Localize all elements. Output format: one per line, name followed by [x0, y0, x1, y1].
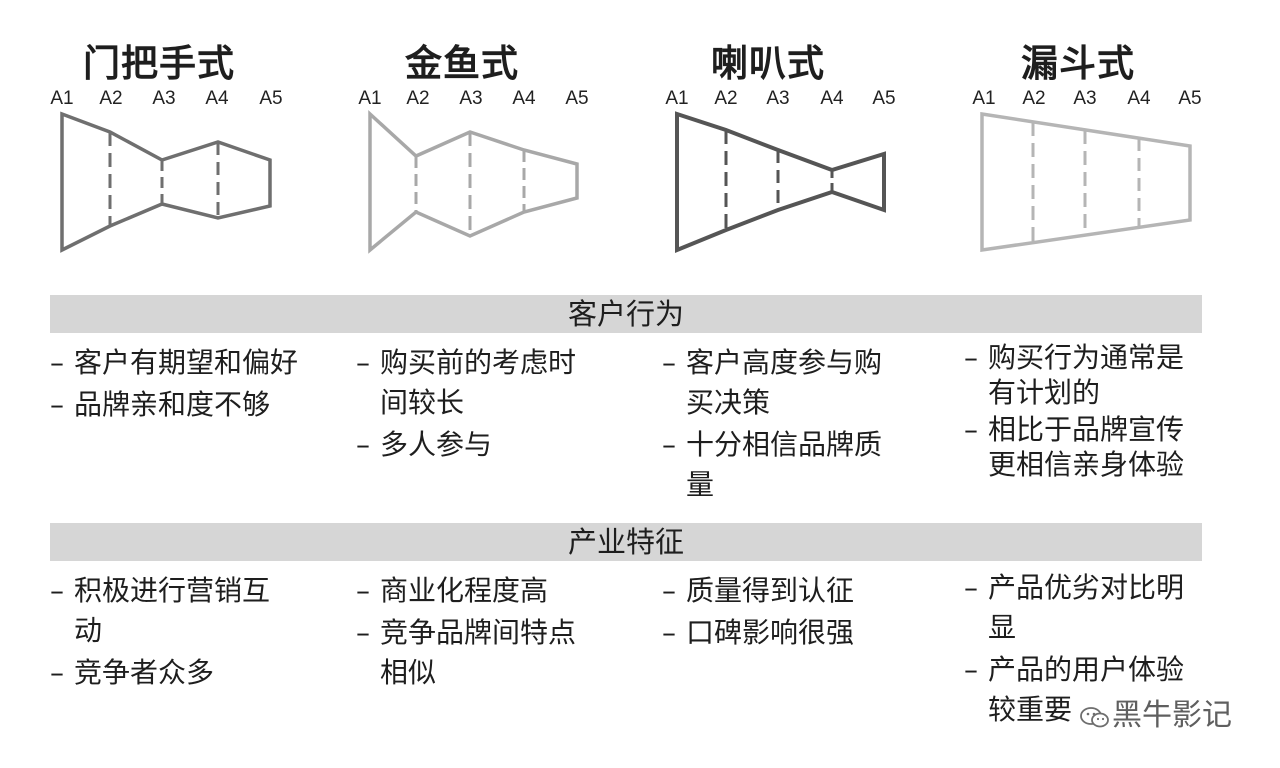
stage-label: A1: [665, 88, 689, 109]
stage-label: A3: [152, 88, 176, 109]
behavior-list-goldfish: 购买前的考虑时间较长 多人参与: [356, 343, 594, 467]
stage-label: A2: [406, 88, 430, 109]
list-item: 相比于品牌宣传更相信亲身体验: [964, 412, 1199, 482]
stage-label: A3: [1073, 88, 1097, 109]
list-item: 多人参与: [356, 425, 594, 465]
column-title-doorknob: 门把手式: [83, 42, 235, 85]
column-title-trumpet: 喇叭式: [711, 42, 825, 85]
doorknob-shape: [60, 111, 272, 253]
behavior-list-funnel: 购买行为通常是有计划的 相比于品牌宣传更相信亲身体验: [964, 340, 1199, 484]
column-title-goldfish: 金鱼式: [405, 42, 519, 85]
stage-label: A2: [1022, 88, 1046, 109]
stage-label: A1: [50, 88, 74, 109]
stage-label: A4: [1127, 88, 1151, 109]
trumpet-shape: [675, 111, 886, 253]
stage-label: A3: [766, 88, 790, 109]
funnel-shape: [980, 111, 1192, 253]
stage-label: A4: [205, 88, 229, 109]
list-item: 竞争者众多: [50, 653, 288, 693]
list-item: 竞争品牌间特点相似: [356, 613, 594, 693]
list-item: 品牌亲和度不够: [50, 385, 340, 425]
doorknob-outline: [60, 111, 272, 253]
industry-list-trumpet: 质量得到认征 口碑影响很强: [662, 571, 922, 655]
list-item: 产品的用户体验较重要: [964, 650, 1199, 730]
stage-label: A1: [358, 88, 382, 109]
stage-label: A5: [1178, 88, 1202, 109]
industry-list-funnel: 产品优劣对比明显 产品的用户体验较重要: [964, 568, 1199, 732]
stage-label: A5: [259, 88, 283, 109]
list-item: 购买行为通常是有计划的: [964, 340, 1199, 410]
goldfish-outline: [368, 110, 579, 254]
stage-label: A5: [565, 88, 589, 109]
goldfish-shape: [368, 110, 579, 254]
band-customer-behavior: 客户行为: [50, 295, 1202, 333]
stage-label: A4: [820, 88, 844, 109]
stage-label: A2: [714, 88, 738, 109]
behavior-list-trumpet: 客户高度参与购买决策 十分相信品牌质量: [662, 343, 900, 507]
band-industry-characteristics: 产业特征: [50, 523, 1202, 561]
list-item: 商业化程度高: [356, 571, 594, 611]
list-item: 客户有期望和偏好: [50, 343, 340, 383]
stage-label: A5: [872, 88, 896, 109]
list-item: 客户高度参与购买决策: [662, 343, 900, 423]
list-item: 口碑影响很强: [662, 613, 922, 653]
column-title-funnel: 漏斗式: [1021, 42, 1135, 85]
industry-list-goldfish: 商业化程度高 竞争品牌间特点相似: [356, 571, 594, 695]
list-item: 十分相信品牌质量: [662, 425, 900, 505]
watermark: 黑牛影记: [1080, 690, 1232, 734]
watermark-text: 黑牛影记: [1112, 698, 1232, 733]
funnel-shapes: [60, 110, 1192, 254]
industry-list-doorknob: 积极进行营销互动 竞争者众多: [50, 571, 288, 695]
stage-label: A3: [459, 88, 483, 109]
wechat-icon: [1080, 706, 1109, 727]
list-item: 积极进行营销互动: [50, 571, 288, 651]
trumpet-outline: [675, 111, 886, 253]
behavior-list-doorknob: 客户有期望和偏好 品牌亲和度不够: [50, 343, 340, 427]
list-item: 产品优劣对比明显: [964, 568, 1199, 648]
stage-label: A2: [99, 88, 123, 109]
funnel-outline: [980, 111, 1192, 253]
stage-label: A1: [972, 88, 996, 109]
list-item: 购买前的考虑时间较长: [356, 343, 594, 423]
stage-label: A4: [512, 88, 536, 109]
list-item: 质量得到认征: [662, 571, 922, 611]
